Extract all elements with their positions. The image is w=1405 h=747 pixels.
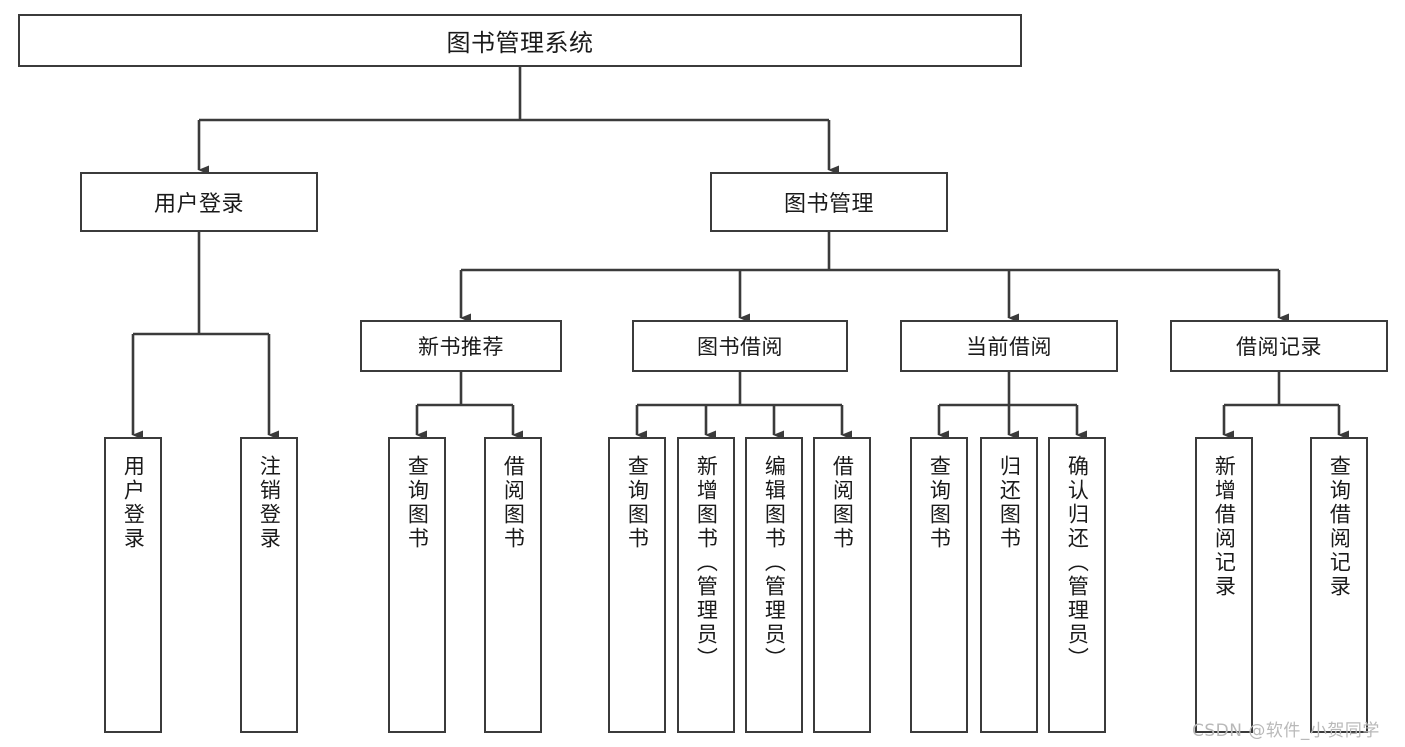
leaf-borrow-add-book-admin[interactable]: 新增图书（管理员） bbox=[677, 437, 735, 733]
node-borrow-records[interactable]: 借阅记录 bbox=[1170, 320, 1388, 372]
node-new-book-recommend[interactable]: 新书推荐 bbox=[360, 320, 562, 372]
node-label: 查询图书 bbox=[927, 455, 952, 551]
leaf-borrow-edit-book-admin[interactable]: 编辑图书（管理员） bbox=[745, 437, 803, 733]
node-book-borrow[interactable]: 图书借阅 bbox=[632, 320, 848, 372]
node-label: 新增图书（管理员） bbox=[694, 455, 719, 671]
leaf-borrow-query-book[interactable]: 查询图书 bbox=[608, 437, 666, 733]
node-user-login[interactable]: 用户登录 bbox=[80, 172, 318, 232]
node-label: 查询图书 bbox=[405, 455, 430, 551]
node-label: 归还图书 bbox=[997, 455, 1022, 551]
node-book-management[interactable]: 图书管理 bbox=[710, 172, 948, 232]
node-label: 新增借阅记录 bbox=[1212, 455, 1237, 599]
node-current-borrow[interactable]: 当前借阅 bbox=[900, 320, 1118, 372]
node-label: 借阅记录 bbox=[1236, 335, 1322, 359]
node-root[interactable]: 图书管理系统 bbox=[18, 14, 1022, 67]
leaf-new-borrow-book[interactable]: 借阅图书 bbox=[484, 437, 542, 733]
leaf-new-query-book[interactable]: 查询图书 bbox=[388, 437, 446, 733]
node-label: 图书借阅 bbox=[697, 335, 783, 359]
node-label: 图书管理系统 bbox=[446, 29, 594, 57]
leaf-borrow-borrow-book[interactable]: 借阅图书 bbox=[813, 437, 871, 733]
node-label: 当前借阅 bbox=[966, 335, 1052, 359]
node-label: 借阅图书 bbox=[501, 455, 526, 551]
leaf-record-add-borrow-record[interactable]: 新增借阅记录 bbox=[1195, 437, 1253, 733]
leaf-record-query-borrow-record[interactable]: 查询借阅记录 bbox=[1310, 437, 1368, 733]
leaf-current-return-book[interactable]: 归还图书 bbox=[980, 437, 1038, 733]
leaf-user-login[interactable]: 用户登录 bbox=[104, 437, 162, 733]
node-label: 图书管理 bbox=[783, 192, 874, 217]
node-label: 新书推荐 bbox=[418, 335, 504, 359]
leaf-current-confirm-return-admin[interactable]: 确认归还（管理员） bbox=[1048, 437, 1106, 733]
node-label: 确认归还（管理员） bbox=[1065, 455, 1090, 671]
node-label: 用户登录 bbox=[121, 455, 146, 551]
leaf-current-query-book[interactable]: 查询图书 bbox=[910, 437, 968, 733]
node-label: 查询借阅记录 bbox=[1327, 455, 1352, 599]
node-label: 查询图书 bbox=[625, 455, 650, 551]
leaf-user-logout[interactable]: 注销登录 bbox=[240, 437, 298, 733]
node-label: 用户登录 bbox=[153, 192, 244, 217]
node-label: 注销登录 bbox=[257, 455, 282, 551]
node-label: 借阅图书 bbox=[830, 455, 855, 551]
node-label: 编辑图书（管理员） bbox=[762, 455, 787, 671]
